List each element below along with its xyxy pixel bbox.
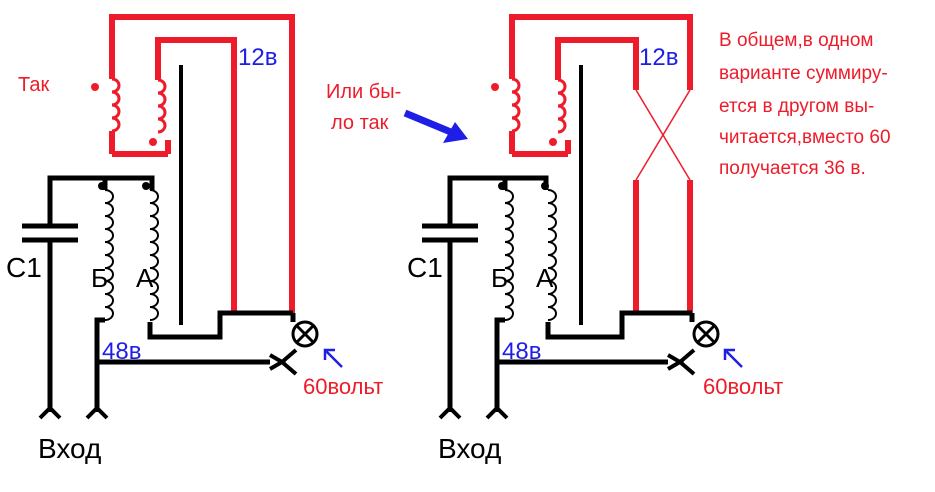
right-input-terminal-2 [485, 405, 509, 420]
right-black-wiring [447, 175, 695, 412]
label-a-left: А [136, 263, 154, 293]
right-red-dot-1 [491, 83, 499, 91]
label-12v-left: 12в [238, 44, 277, 71]
left-red-wiring [109, 14, 295, 315]
left-coil-b [104, 189, 114, 321]
left-black-wiring [47, 175, 296, 412]
left-probe-arrow [268, 353, 286, 371]
right-blue-arrow-icon [723, 348, 743, 368]
left-red-coil-2 [157, 78, 167, 134]
left-coil-dot-1 [98, 182, 106, 190]
right-red-coil-2 [557, 78, 567, 134]
left-input-terminal-1 [38, 405, 62, 420]
right-coil-b [504, 189, 514, 321]
right-coil-a [547, 189, 557, 321]
label-ili-line2: ло так [331, 112, 389, 134]
label-a-right: А [536, 263, 554, 293]
right-crossed-wires [635, 89, 691, 181]
right-lamp-icon [692, 320, 720, 348]
right-probe-arrow [666, 353, 684, 371]
label-48v-right: 48в [502, 338, 541, 365]
label-b-right: Б [491, 263, 508, 293]
note-line-3: ется в другом вы- [719, 96, 874, 117]
left-red-dot-1 [91, 83, 99, 91]
left-coil-a [149, 189, 159, 321]
left-probe-lead [280, 348, 298, 364]
right-probe-lead-2 [678, 360, 696, 376]
right-red-wiring [509, 14, 693, 315]
right-coil-dot-1 [498, 182, 506, 190]
label-vhod-left: Вход [38, 433, 101, 464]
note-line-2: варианте суммиру- [719, 63, 888, 84]
note-line-5: получается 36 в. [719, 158, 866, 179]
left-blue-arrow-icon [323, 348, 343, 368]
left-input-terminal-2 [85, 405, 109, 420]
label-b-left: Б [91, 263, 108, 293]
right-red-coil-1 [511, 77, 521, 133]
right-input-terminal-1 [438, 405, 462, 420]
label-vhod-right: Вход [438, 433, 501, 464]
left-probe-lead-2 [280, 360, 298, 376]
right-red-dot-2 [549, 138, 557, 146]
label-12v-right: 12в [639, 44, 678, 71]
label-ili-line1: Или бы- [326, 81, 401, 103]
big-blue-arrow-icon [403, 109, 468, 143]
label-c1-left: С1 [6, 252, 42, 283]
right-circuit [422, 14, 743, 420]
left-red-coil-1 [111, 77, 121, 133]
label-c1-right: С1 [407, 252, 443, 283]
left-coil-dot-2 [142, 182, 150, 190]
left-red-dot-2 [149, 138, 157, 146]
label-60v-right: 60вольт [703, 374, 783, 399]
right-probe-lead [678, 348, 696, 364]
label-tak: Так [18, 74, 49, 96]
label-48v-left: 48в [102, 338, 141, 365]
text-labels: Так Или бы- ло так 12в 12в 48в 48в 60вол… [6, 30, 891, 464]
label-60v-left: 60вольт [303, 374, 383, 399]
note-line-1: В общем,в одном [719, 30, 873, 51]
left-circuit [22, 14, 343, 420]
left-lamp-icon [291, 320, 319, 348]
right-coil-dot-2 [541, 182, 549, 190]
note-line-4: читается,вместо 60 [719, 127, 891, 148]
